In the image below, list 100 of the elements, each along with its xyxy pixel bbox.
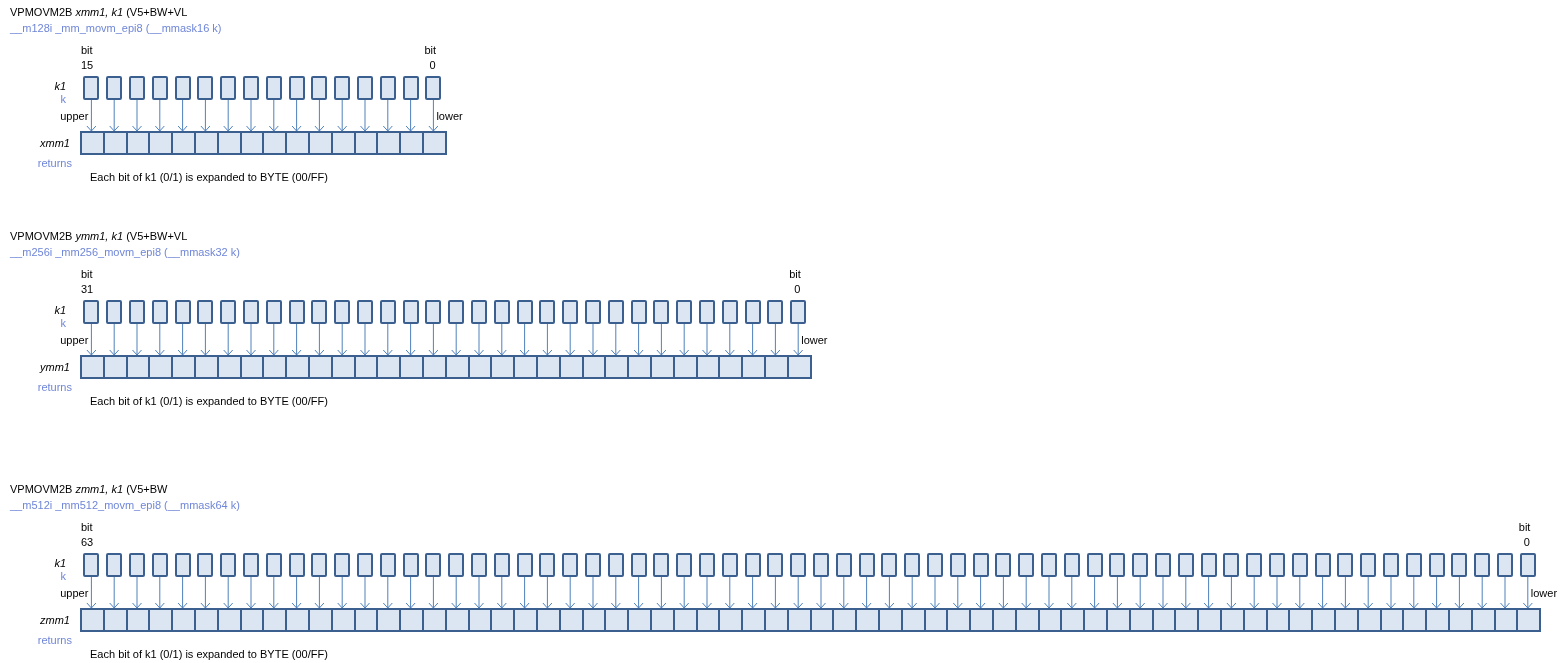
byte-cell	[285, 355, 310, 379]
byte-cell	[80, 608, 105, 632]
mask-bit-box	[425, 76, 442, 100]
mask-bit-box	[311, 553, 328, 577]
mask-bit-box	[1360, 553, 1377, 577]
mask-bit-box	[83, 300, 100, 324]
mask-bit-box	[607, 553, 624, 577]
mask-bit-box	[516, 553, 533, 577]
register-name: xmm1	[40, 137, 70, 150]
byte-cell	[376, 608, 402, 632]
arrow	[382, 576, 393, 609]
arrow	[770, 576, 781, 609]
mask-bit-box	[197, 553, 214, 577]
byte-cell	[650, 355, 675, 379]
arrow	[428, 323, 439, 356]
byte-cell	[513, 608, 538, 632]
mask-bit-box	[311, 300, 328, 324]
arrow	[177, 99, 188, 132]
arrow	[588, 323, 598, 356]
mask-bit-box	[265, 553, 282, 577]
mask-bit-box	[106, 300, 123, 324]
mask-bit-box	[1063, 553, 1080, 577]
register-name: k1	[54, 557, 66, 570]
arrow	[1203, 576, 1214, 609]
byte-cell	[422, 131, 447, 155]
parameter-name: k	[60, 93, 66, 106]
bit-label: bit	[81, 44, 93, 57]
mask-bit-box	[881, 553, 898, 577]
caption: Each bit of k1 (0/1) is expanded to BYTE (00/FF)	[90, 171, 328, 184]
byte-cell	[536, 608, 561, 632]
arrow	[1089, 576, 1100, 609]
arrow	[496, 323, 507, 356]
arrow	[268, 576, 279, 609]
end-label: lower	[1530, 587, 1558, 600]
byte-cell	[148, 131, 174, 155]
mask-bit-box	[311, 76, 328, 100]
arrow	[519, 576, 530, 609]
mask-bit-box	[1086, 553, 1103, 577]
mask-bit-box	[334, 76, 351, 100]
byte-cell	[764, 608, 789, 632]
bit-label: bit	[424, 44, 436, 57]
arrow	[633, 576, 644, 609]
byte-cell	[262, 355, 288, 379]
mask-bit-box	[288, 553, 305, 577]
mask-bit-box	[357, 553, 373, 577]
byte-cell	[308, 608, 333, 632]
arrow	[930, 576, 940, 609]
mask-bit-box	[539, 553, 556, 577]
arrow	[314, 576, 325, 609]
arrow	[428, 576, 439, 609]
byte-cell	[148, 608, 174, 632]
mask-bit-box	[1246, 553, 1263, 577]
byte-cell	[1174, 608, 1200, 632]
mask-bit-box	[904, 553, 921, 577]
return-label: returns	[37, 634, 72, 647]
byte-cell	[194, 355, 219, 379]
arrow	[223, 576, 234, 609]
arrow	[1272, 576, 1282, 609]
bit-number: 0	[1523, 536, 1530, 549]
byte-cell	[1425, 608, 1450, 632]
bit-label: bit	[81, 521, 93, 534]
arrow	[291, 576, 302, 609]
register-name: k1	[54, 304, 66, 317]
arrow	[1135, 576, 1146, 609]
mask-bit-box	[174, 300, 191, 324]
arrow	[223, 323, 234, 356]
caption: Each bit of k1 (0/1) is expanded to BYTE (00/FF)	[90, 395, 328, 408]
mask-bit-box	[744, 300, 761, 324]
mask-bit-box	[1497, 553, 1513, 577]
byte-cell	[1448, 608, 1473, 632]
mask-bit-box	[1177, 553, 1194, 577]
arrow	[246, 576, 256, 609]
mask-bit-box	[744, 553, 761, 577]
parameter-name: k	[60, 570, 66, 583]
arrow	[884, 576, 895, 609]
byte-cell	[536, 355, 561, 379]
byte-cell	[741, 608, 766, 632]
arrow	[177, 323, 188, 356]
arrow	[542, 576, 553, 609]
mask-bit-box	[448, 300, 465, 324]
byte-cell	[969, 608, 994, 632]
mask-bit-box	[1132, 553, 1149, 577]
mask-bit-box	[1269, 553, 1285, 577]
arrow	[268, 99, 279, 132]
mask-bit-box	[562, 300, 579, 324]
arrow	[86, 576, 97, 609]
end-label: upper	[60, 334, 89, 347]
byte-cell	[194, 608, 219, 632]
byte-cell	[399, 355, 424, 379]
mask-bit-box	[585, 553, 601, 577]
arrow	[679, 323, 690, 356]
arrow	[132, 99, 142, 132]
arrow	[154, 99, 165, 132]
arrow	[1317, 576, 1328, 609]
mask-bit-box	[83, 553, 100, 577]
byte-cell	[1402, 608, 1428, 632]
mask-bit-box	[379, 300, 396, 324]
mask-bit-box	[151, 300, 168, 324]
byte-cell	[422, 608, 447, 632]
arrow	[360, 576, 370, 609]
